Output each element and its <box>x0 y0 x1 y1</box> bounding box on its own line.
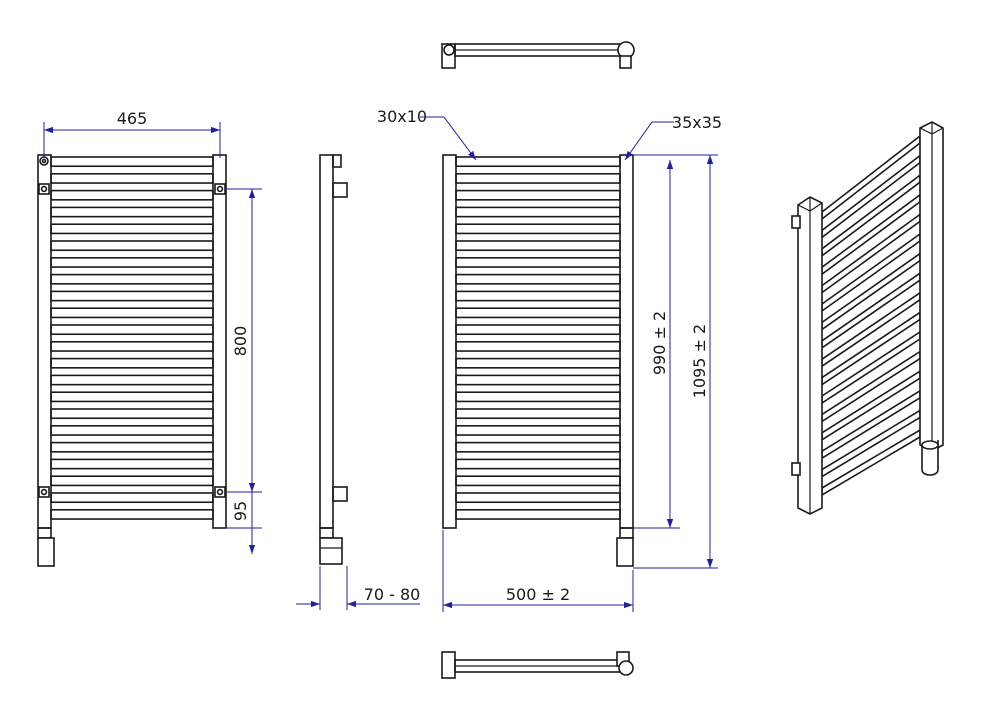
heating-bar <box>50 508 214 520</box>
leader-bar-profile: 30x10 <box>377 107 477 161</box>
iso-bars <box>821 134 921 497</box>
heating-bar <box>50 441 214 453</box>
side-view <box>319 154 348 565</box>
dim-label-800: 800 <box>231 326 250 357</box>
heating-bar <box>455 189 621 201</box>
heating-bar <box>455 340 621 352</box>
heating-bar <box>50 408 214 420</box>
heating-bar <box>50 290 214 302</box>
heating-bar <box>455 173 621 184</box>
label-30x10: 30x10 <box>377 107 427 126</box>
heating-bar <box>50 391 214 403</box>
heating-bar <box>50 324 214 336</box>
dim-label-1095: 1095 ± 2 <box>690 324 709 398</box>
heating-bar <box>50 307 214 319</box>
heating-bar <box>50 458 214 470</box>
heating-bar <box>50 492 214 504</box>
heating-bar <box>455 441 621 453</box>
heating-bar <box>455 256 621 268</box>
heating-bar <box>50 189 214 201</box>
heating-bar <box>50 256 214 268</box>
front-view-left <box>37 154 227 567</box>
heating-bar <box>455 374 621 386</box>
heating-bar <box>455 458 621 470</box>
heating-bar <box>455 408 621 420</box>
heating-bar <box>455 273 621 285</box>
heating-bar <box>50 424 214 436</box>
heating-bar <box>455 492 621 504</box>
heating-bar <box>455 424 621 436</box>
dim-collector-height: 990 ± 2 <box>633 154 718 529</box>
dim-label-990: 990 ± 2 <box>650 311 669 375</box>
bottom-view <box>441 651 634 679</box>
heating-bar <box>50 340 214 352</box>
front-view-center <box>442 154 634 567</box>
dim-top-width: 465 <box>43 109 221 158</box>
heating-bar <box>455 156 621 168</box>
iso-heating-bar <box>821 252 921 331</box>
dim-label-465: 465 <box>117 109 148 128</box>
heating-bar <box>50 273 214 285</box>
dim-bottom-offset: 95 <box>225 492 262 554</box>
dim-depth: 70 - 80 <box>296 566 420 610</box>
heating-bar <box>455 324 621 336</box>
leader-collector-profile: 35x35 <box>624 113 722 161</box>
dim-overall-width: 500 ± 2 <box>442 530 634 612</box>
heating-bar <box>50 156 214 168</box>
heating-bar <box>50 357 214 369</box>
heating-bar <box>455 290 621 302</box>
heating-bar <box>50 240 214 252</box>
dim-mount-height: 800 <box>225 188 262 493</box>
heating-bar <box>455 206 621 218</box>
heating-bar <box>455 508 621 520</box>
heating-bar <box>455 357 621 369</box>
heating-bar <box>50 173 214 184</box>
heating-bar <box>455 223 621 235</box>
top-view <box>441 41 635 69</box>
heating-bar <box>455 307 621 319</box>
isometric-view <box>791 121 944 515</box>
bars-center <box>455 156 621 520</box>
heating-bar <box>50 374 214 386</box>
heating-bar <box>455 391 621 403</box>
dim-label-95: 95 <box>231 501 250 521</box>
heating-bar <box>455 475 621 487</box>
dim-label-70-80: 70 - 80 <box>364 585 421 604</box>
heating-bar <box>50 223 214 235</box>
dim-overall-height: 1095 ± 2 <box>633 155 718 569</box>
dim-label-500: 500 ± 2 <box>506 585 570 604</box>
bars-left <box>50 156 214 520</box>
heating-bar <box>50 475 214 487</box>
heating-bar <box>50 206 214 218</box>
heating-bar <box>455 240 621 252</box>
label-35x35: 35x35 <box>672 113 722 132</box>
